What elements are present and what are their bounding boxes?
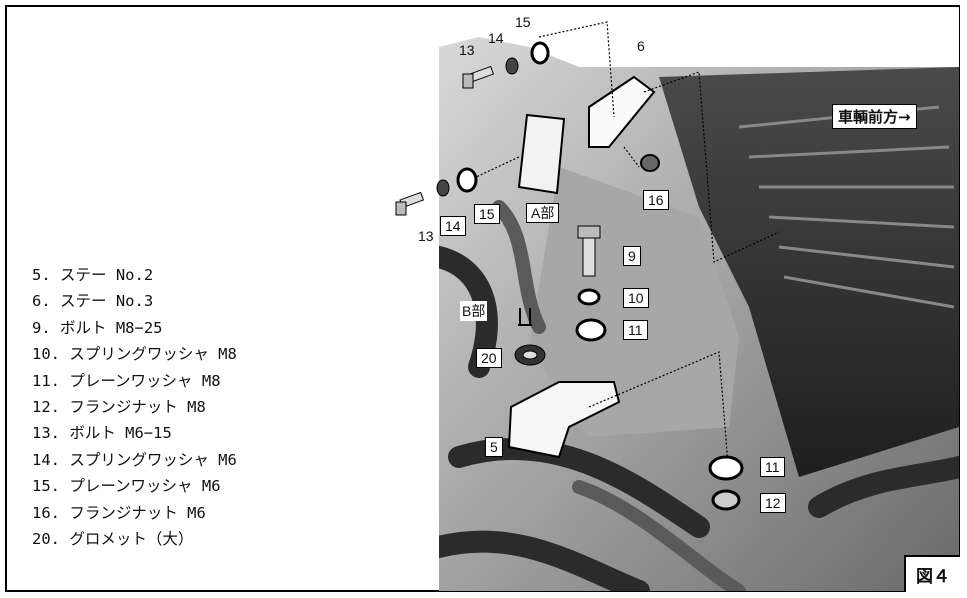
callout-5: 5 bbox=[485, 437, 503, 457]
callout-6: 6 bbox=[637, 38, 645, 54]
callout-20: 20 bbox=[476, 348, 502, 368]
callout-15: 15 bbox=[474, 204, 500, 224]
parts-list-item: 5. ステー No.2 bbox=[32, 266, 154, 284]
callout-10: 10 bbox=[623, 288, 649, 308]
bolt-icon bbox=[462, 65, 495, 89]
callout-9: 9 bbox=[623, 246, 641, 266]
parts-list-item: 6. ステー No.3 bbox=[32, 292, 154, 311]
parts-list-item: 12. フランジナット M8 bbox=[32, 398, 206, 417]
callout-13: 13 bbox=[418, 228, 434, 244]
parts-list-item: 16. フランジナット M6 bbox=[32, 503, 206, 522]
callout-12: 12 bbox=[760, 493, 786, 513]
parts-list-item: 9. ボルト M8−25 bbox=[32, 318, 163, 337]
callout-11: 11 bbox=[623, 320, 648, 340]
parts-list-item: 10. スプリングワッシャ M8 bbox=[32, 345, 237, 364]
callout-14: 14 bbox=[488, 30, 504, 46]
parts-list-item: 14. スプリングワッシャ M6 bbox=[32, 450, 237, 469]
callout-13: 13 bbox=[459, 42, 475, 58]
parts-list: 5. ステー No.2 6. ステー No.3 9. ボルト M8−25 10.… bbox=[32, 262, 237, 552]
parts-list-item: 11. プレーンワッシャ M8 bbox=[32, 371, 221, 390]
callout-16: 16 bbox=[643, 190, 669, 210]
callout-15: 15 bbox=[515, 14, 531, 30]
callout-14: 14 bbox=[440, 216, 466, 236]
parts-list-item: 13. ボルト M6−15 bbox=[32, 424, 172, 443]
parts-list-item: 15. プレーンワッシャ M6 bbox=[32, 477, 221, 496]
figure-number: 図４ bbox=[904, 555, 960, 592]
part-b-label: B部 bbox=[460, 301, 488, 321]
parts-list-item: 20. グロメット（大） bbox=[32, 530, 194, 549]
vehicle-front-direction: 車輌前方→ bbox=[832, 104, 917, 129]
callout-11: 11 bbox=[760, 457, 785, 477]
part-a-label: A部 bbox=[526, 203, 560, 223]
